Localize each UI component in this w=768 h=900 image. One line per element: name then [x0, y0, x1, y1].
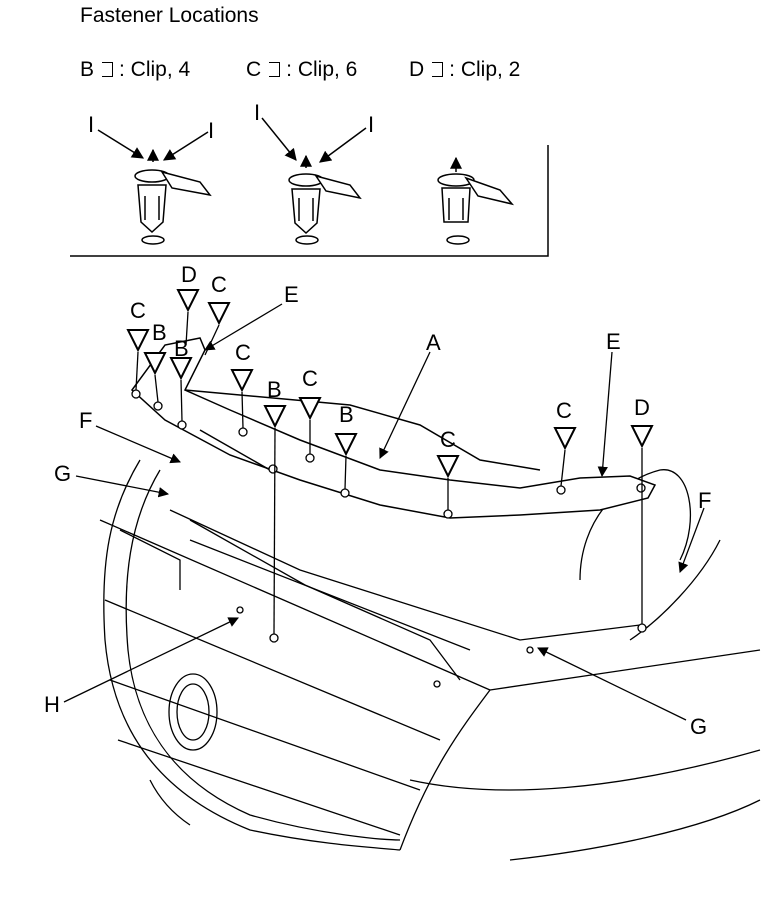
label-c: C	[556, 398, 572, 423]
label-c: C	[130, 298, 146, 323]
legend-text: : Clip, 6	[286, 58, 358, 81]
label-c: C	[440, 427, 456, 452]
callout-leaders	[63, 303, 705, 721]
vehicle-front-body	[99, 459, 761, 861]
label-i: I	[254, 100, 260, 125]
label-b: B	[174, 336, 189, 361]
legend-letter: C	[246, 58, 262, 81]
label-i: I	[368, 112, 374, 137]
label-e: E	[284, 282, 299, 307]
bracket-icon	[102, 62, 114, 77]
label-f: F	[79, 408, 92, 433]
clip-holes	[131, 389, 647, 688]
legend-clip-c: C : Clip, 6	[246, 58, 357, 82]
label-i: I	[208, 118, 214, 143]
label-f: F	[698, 488, 711, 513]
legend-letter: D	[409, 58, 425, 81]
legend-text: : Clip, 4	[119, 58, 191, 81]
label-c: C	[235, 340, 251, 365]
label-c: C	[302, 366, 318, 391]
legend-clip-b: B : Clip, 4	[80, 58, 190, 82]
fastener-triangles	[127, 289, 653, 477]
clip-d-illustration	[437, 156, 515, 245]
label-i: I	[88, 112, 94, 137]
clip-c-illustration	[288, 154, 362, 245]
legend-text: : Clip, 2	[449, 58, 521, 81]
legend-clip-d: D : Clip, 2	[409, 58, 520, 82]
page-title: Fastener Locations	[80, 4, 259, 27]
label-c: C	[211, 272, 227, 297]
label-a: A	[426, 330, 441, 355]
label-d: D	[181, 262, 197, 287]
legend-letter: B	[80, 58, 95, 81]
leader-lines-i	[97, 117, 367, 163]
label-e: E	[606, 329, 621, 354]
bracket-icon	[432, 62, 444, 77]
label-b: B	[267, 377, 282, 402]
label-b: B	[152, 320, 167, 345]
label-d: D	[634, 395, 650, 420]
label-h: H	[44, 692, 60, 717]
fastener-markers	[135, 311, 643, 635]
label-g: G	[54, 461, 71, 486]
clip-inset-panel	[70, 145, 549, 257]
bracket-icon	[269, 62, 281, 77]
label-b: B	[339, 402, 354, 427]
label-g: G	[690, 714, 707, 739]
clip-b-illustration	[134, 148, 212, 245]
